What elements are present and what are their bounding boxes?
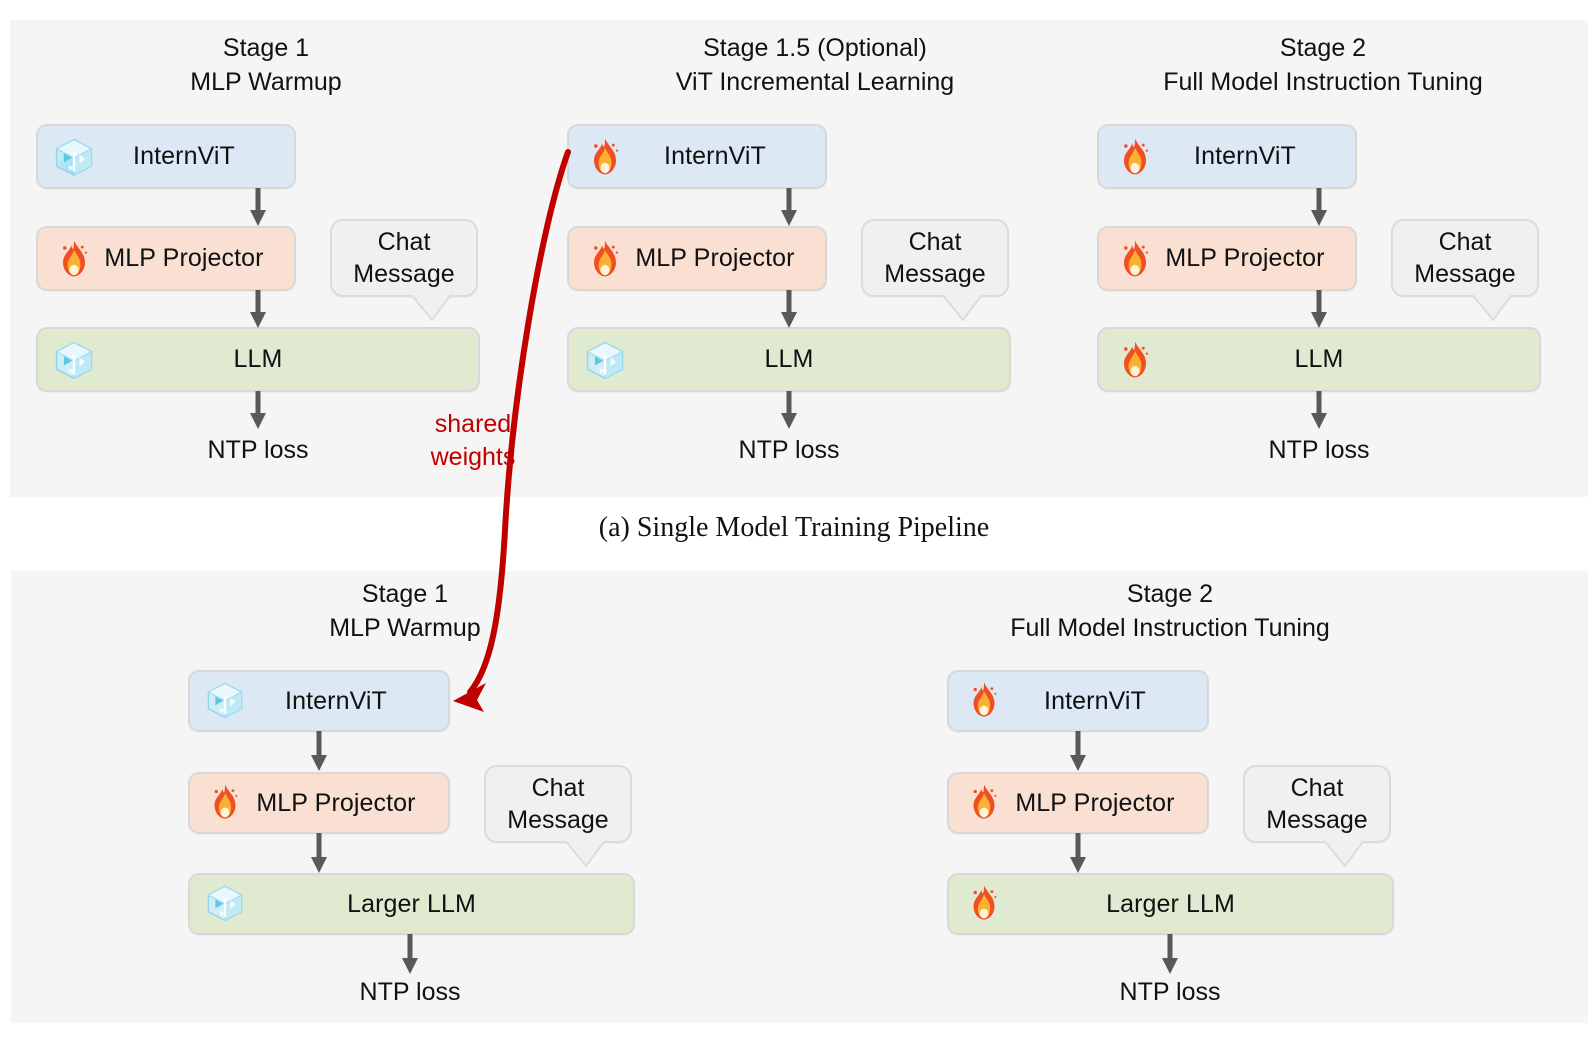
stage-title-bottom-2: Stage 2 Full Model Instruction Tuning [1010, 580, 1330, 642]
node-mlp-projector-bottom-2[interactable]: MLP Projector [947, 772, 1209, 834]
node-internvit-bottom-1[interactable]: InternViT [188, 670, 450, 732]
fire-icon [963, 679, 1007, 723]
node-llm-top-1[interactable]: LLM [36, 327, 480, 392]
shared-weights-label: shared weights [430, 410, 516, 471]
node-label: InternViT [1044, 686, 1146, 715]
node-mlp-projector-top-1[interactable]: MLP Projector [36, 226, 296, 291]
stage-title-bottom-1: Stage 1 MLP Warmup [329, 580, 481, 642]
arrow-vit-to-mlp-top-1 [250, 188, 266, 226]
node-label: MLP Projector [1165, 244, 1325, 272]
ice-cube-icon [52, 338, 96, 382]
node-label: MLP Projector [104, 244, 264, 272]
arrow-mlp-to-llm-top-1 [250, 290, 266, 328]
node-label: MLP Projector [256, 788, 416, 817]
fire-icon [1113, 338, 1157, 382]
arrow-llm-to-loss-bottom-1 [402, 934, 418, 974]
ntp-loss-label-top-2: NTP loss [738, 436, 840, 464]
fire-icon [204, 781, 248, 825]
node-label: InternViT [664, 142, 766, 170]
arrow-vit-to-mlp-bottom-1 [311, 731, 327, 771]
node-llm-top-3[interactable]: LLM [1097, 327, 1541, 392]
bubble-text: Chat Message [507, 774, 609, 834]
fire-icon [1113, 135, 1157, 179]
arrow-llm-to-loss-top-1 [250, 391, 266, 429]
chat-message-bubble-top-1: Chat Message [330, 219, 478, 321]
node-mlp-projector-top-2[interactable]: MLP Projector [567, 226, 827, 291]
ice-cube-icon [204, 679, 248, 723]
bubble-tail-icon [1321, 839, 1367, 867]
chat-message-bubble-bottom-2: Chat Message [1243, 765, 1391, 867]
node-label: LLM [233, 345, 283, 373]
fire-icon [963, 882, 1007, 926]
bubble-text: Chat Message [353, 228, 455, 288]
ntp-loss-label-bottom-1: NTP loss [359, 978, 461, 1006]
arrow-vit-to-mlp-bottom-2 [1070, 731, 1086, 771]
arrow-vit-to-mlp-top-3 [1311, 188, 1327, 226]
arrow-mlp-to-llm-bottom-1 [311, 833, 327, 873]
node-label: Larger LLM [347, 889, 476, 918]
chat-message-bubble-bottom-1: Chat Message [484, 765, 632, 867]
fire-icon [583, 237, 627, 281]
node-llm-bottom-1[interactable]: Larger LLM [188, 873, 635, 935]
node-label: LLM [1294, 345, 1344, 373]
ice-cube-icon [204, 882, 248, 926]
ntp-loss-label-top-3: NTP loss [1268, 436, 1370, 464]
node-llm-bottom-2[interactable]: Larger LLM [947, 873, 1394, 935]
arrow-mlp-to-llm-bottom-2 [1070, 833, 1086, 873]
ice-cube-icon [583, 338, 627, 382]
fire-icon [963, 781, 1007, 825]
bubble-text: Chat Message [884, 228, 986, 288]
bubble-text: Chat Message [1266, 774, 1368, 834]
node-label: MLP Projector [1015, 788, 1175, 817]
bubble-tail-icon [562, 839, 608, 867]
node-label: InternViT [133, 142, 235, 170]
bubble-tail-icon [408, 293, 454, 321]
node-label: LLM [764, 345, 814, 373]
node-llm-top-2[interactable]: LLM [567, 327, 1011, 392]
node-mlp-projector-bottom-1[interactable]: MLP Projector [188, 772, 450, 834]
stage-title-top-2: Stage 1.5 (Optional) ViT Incremental Lea… [675, 34, 955, 96]
bubble-tail-icon [1469, 293, 1515, 321]
arrow-llm-to-loss-bottom-2 [1162, 934, 1178, 974]
ice-cube-icon [52, 135, 96, 179]
stage-title-top-1: Stage 1 MLP Warmup [190, 34, 342, 96]
node-label: InternViT [1194, 142, 1296, 170]
node-internvit-top-2[interactable]: InternViT [567, 124, 827, 189]
chat-message-bubble-top-2: Chat Message [861, 219, 1009, 321]
ntp-loss-label-bottom-2: NTP loss [1119, 978, 1221, 1006]
node-label: Larger LLM [1106, 889, 1235, 918]
arrow-mlp-to-llm-top-3 [1311, 290, 1327, 328]
arrow-llm-to-loss-top-2 [781, 391, 797, 429]
node-mlp-projector-top-3[interactable]: MLP Projector [1097, 226, 1357, 291]
ntp-loss-label-top-1: NTP loss [207, 436, 309, 464]
node-internvit-top-1[interactable]: InternViT [36, 124, 296, 189]
bubble-tail-icon [939, 293, 985, 321]
chat-message-bubble-top-3: Chat Message [1391, 219, 1539, 321]
bubble-text: Chat Message [1414, 228, 1516, 288]
node-internvit-bottom-2[interactable]: InternViT [947, 670, 1209, 732]
arrow-vit-to-mlp-top-2 [781, 188, 797, 226]
fire-icon [1113, 237, 1157, 281]
figure-caption-a: (a) Single Model Training Pipeline [598, 512, 990, 543]
stage-title-top-3: Stage 2 Full Model Instruction Tuning [1163, 34, 1483, 96]
fire-icon [52, 237, 96, 281]
fire-icon [583, 135, 627, 179]
node-label: InternViT [285, 686, 387, 715]
node-label: MLP Projector [635, 244, 795, 272]
node-internvit-top-3[interactable]: InternViT [1097, 124, 1357, 189]
arrow-mlp-to-llm-top-2 [781, 290, 797, 328]
arrow-llm-to-loss-top-3 [1311, 391, 1327, 429]
